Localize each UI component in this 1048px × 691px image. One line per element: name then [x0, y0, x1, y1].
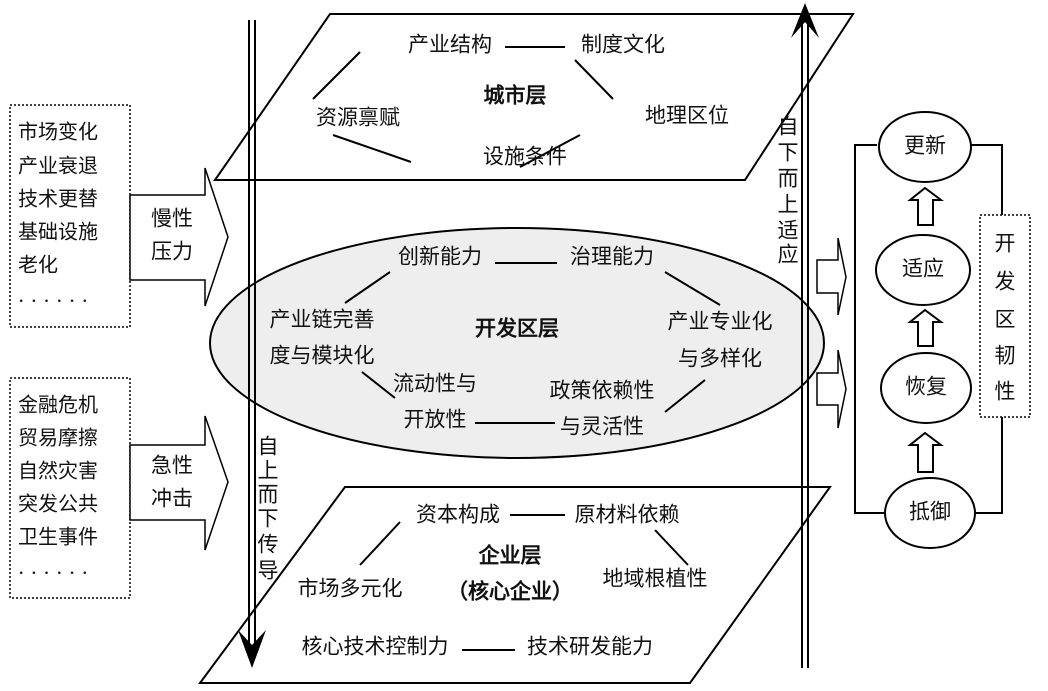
- svg-text:导: 导: [258, 559, 279, 583]
- resilience-label-box: [979, 214, 1031, 418]
- svg-text:急性: 急性: [151, 454, 193, 478]
- svg-text:下: 下: [258, 507, 279, 531]
- enterprise-node: 原材料依赖: [575, 503, 680, 527]
- svg-text:上: 上: [258, 459, 279, 483]
- svg-text:冲击: 冲击: [151, 487, 193, 511]
- svg-text:而: 而: [778, 167, 799, 191]
- enterprise-node: 地域根植性: [603, 567, 708, 591]
- connector: [359, 521, 401, 566]
- acute-shock-arrow: 急性 冲击: [129, 415, 229, 551]
- top-down-label: 自 上 而 下 传 导: [258, 435, 279, 583]
- enterprise-node: 技术研发能力: [527, 635, 653, 659]
- stage-renewal: [878, 111, 972, 183]
- up-arrow-icon: [907, 186, 944, 226]
- stage-label: 恢复: [905, 375, 947, 399]
- svg-text:而: 而: [258, 483, 279, 507]
- svg-text:上: 上: [778, 193, 799, 217]
- factor-item: · · · · · ·: [18, 561, 88, 585]
- zone-layer-title: 开发区层: [475, 316, 559, 341]
- connector: [344, 271, 391, 304]
- connector: [574, 59, 614, 100]
- factor-item: 突发公共: [18, 492, 98, 516]
- factor-item: · · · · · ·: [18, 289, 88, 313]
- factor-item: 卫生事件: [18, 525, 98, 549]
- stage-label: 抵御: [909, 500, 951, 524]
- city-node: 产业结构: [408, 33, 492, 57]
- slow-pressure-arrow: 慢性 压力: [129, 167, 229, 307]
- svg-text:压力: 压力: [151, 240, 193, 264]
- svg-text:性: 性: [995, 380, 1016, 404]
- svg-text:发: 发: [995, 270, 1016, 294]
- zone-node: 度与模块化: [270, 344, 375, 368]
- top-down-arrow: 自 上 而 下 传 导: [238, 20, 279, 668]
- city-layer-plane: [213, 13, 855, 181]
- zone-node: 创新能力: [398, 245, 482, 269]
- block-arrow-right: [816, 237, 847, 316]
- svg-text:传: 传: [258, 533, 279, 557]
- city-node: 地理区位: [645, 104, 729, 128]
- bottom-up-label: 自 下 而 上 适 应: [778, 115, 799, 267]
- zone-node: 与灵活性: [560, 415, 644, 439]
- zone-layer-ellipse: [209, 227, 825, 459]
- enterprise-node: 核心技术控制力: [302, 635, 449, 659]
- zone-node: 产业链完善: [270, 308, 375, 332]
- svg-text:下: 下: [778, 141, 799, 165]
- factor-item: 基础设施: [18, 220, 98, 244]
- zone-node: 政策依赖性: [550, 379, 655, 403]
- stage-recovery: [880, 352, 972, 424]
- up-arrow-icon: [907, 308, 944, 347]
- connector: [654, 529, 689, 566]
- bottom-up-arrow: 自 下 而 上 适 应: [778, 3, 819, 668]
- stage-label: 适应: [902, 257, 944, 281]
- zone-node: 与多样化: [678, 347, 762, 371]
- city-node: 设施条件: [483, 145, 567, 169]
- svg-text:开: 开: [995, 232, 1016, 256]
- svg-text:适: 适: [778, 219, 799, 243]
- enterprise-layer: 资本构成 原材料依赖 企业层 （核心企业） 市场多元化 地域根植性 核心技术控制…: [198, 486, 832, 684]
- city-node: 制度文化: [581, 33, 665, 57]
- connector: [664, 379, 706, 413]
- svg-text:慢性: 慢性: [151, 207, 193, 231]
- block-arrow-right: [816, 349, 847, 429]
- factor-item: 贸易摩擦: [18, 426, 98, 450]
- connector: [519, 134, 581, 168]
- connector: [361, 371, 396, 399]
- city-layer: 产业结构 制度文化 城市层 资源禀赋 地理区位 设施条件: [213, 13, 855, 181]
- svg-text:区: 区: [995, 308, 1016, 332]
- zone-layer: 创新能力 治理能力 开发区层 产业链完善 度与模块化 产业专业化 与多样化 流动…: [209, 227, 825, 459]
- city-layer-title: 城市层: [484, 83, 547, 108]
- svg-text:韧: 韧: [995, 344, 1016, 368]
- zone-node: 治理能力: [570, 245, 654, 269]
- zone-node: 产业专业化: [668, 310, 773, 334]
- connector: [332, 134, 412, 163]
- factor-item: 金融危机: [18, 393, 98, 417]
- stage-label: 更新: [904, 134, 946, 158]
- enterprise-node: 市场多元化: [298, 577, 403, 601]
- city-node: 资源禀赋: [316, 106, 400, 130]
- up-arrow-icon: [907, 431, 944, 473]
- slow-factors-box: 市场变化 产业衰退 技术更替 基础设施 老化 · · · · · ·: [9, 104, 131, 328]
- factor-item: 产业衰退: [18, 154, 98, 178]
- svg-text:自: 自: [778, 115, 799, 139]
- svg-text:应: 应: [778, 243, 799, 267]
- connector: [312, 51, 361, 100]
- svg-text:自: 自: [258, 435, 279, 459]
- enterprise-node: 资本构成: [416, 503, 500, 527]
- resilience-cycle: 更新 适应 恢复 抵御 开 发 区 韧 性: [854, 111, 1031, 549]
- factor-item: 老化: [18, 253, 58, 277]
- factor-item: 自然灾害: [18, 459, 98, 483]
- enterprise-layer-title: 企业层: [478, 543, 542, 568]
- enterprise-layer-subtitle: （核心企业）: [447, 579, 573, 604]
- stage-resistance: [884, 477, 976, 549]
- acute-factors-box: 金融危机 贸易摩擦 自然灾害 突发公共 卫生事件 · · · · · ·: [9, 377, 131, 599]
- factor-item: 市场变化: [18, 120, 98, 144]
- zone-node: 开放性: [404, 408, 467, 432]
- connector: [664, 271, 721, 306]
- zone-node: 流动性与: [393, 372, 477, 396]
- factor-item: 技术更替: [18, 187, 98, 211]
- stage-adaptation: [875, 234, 971, 306]
